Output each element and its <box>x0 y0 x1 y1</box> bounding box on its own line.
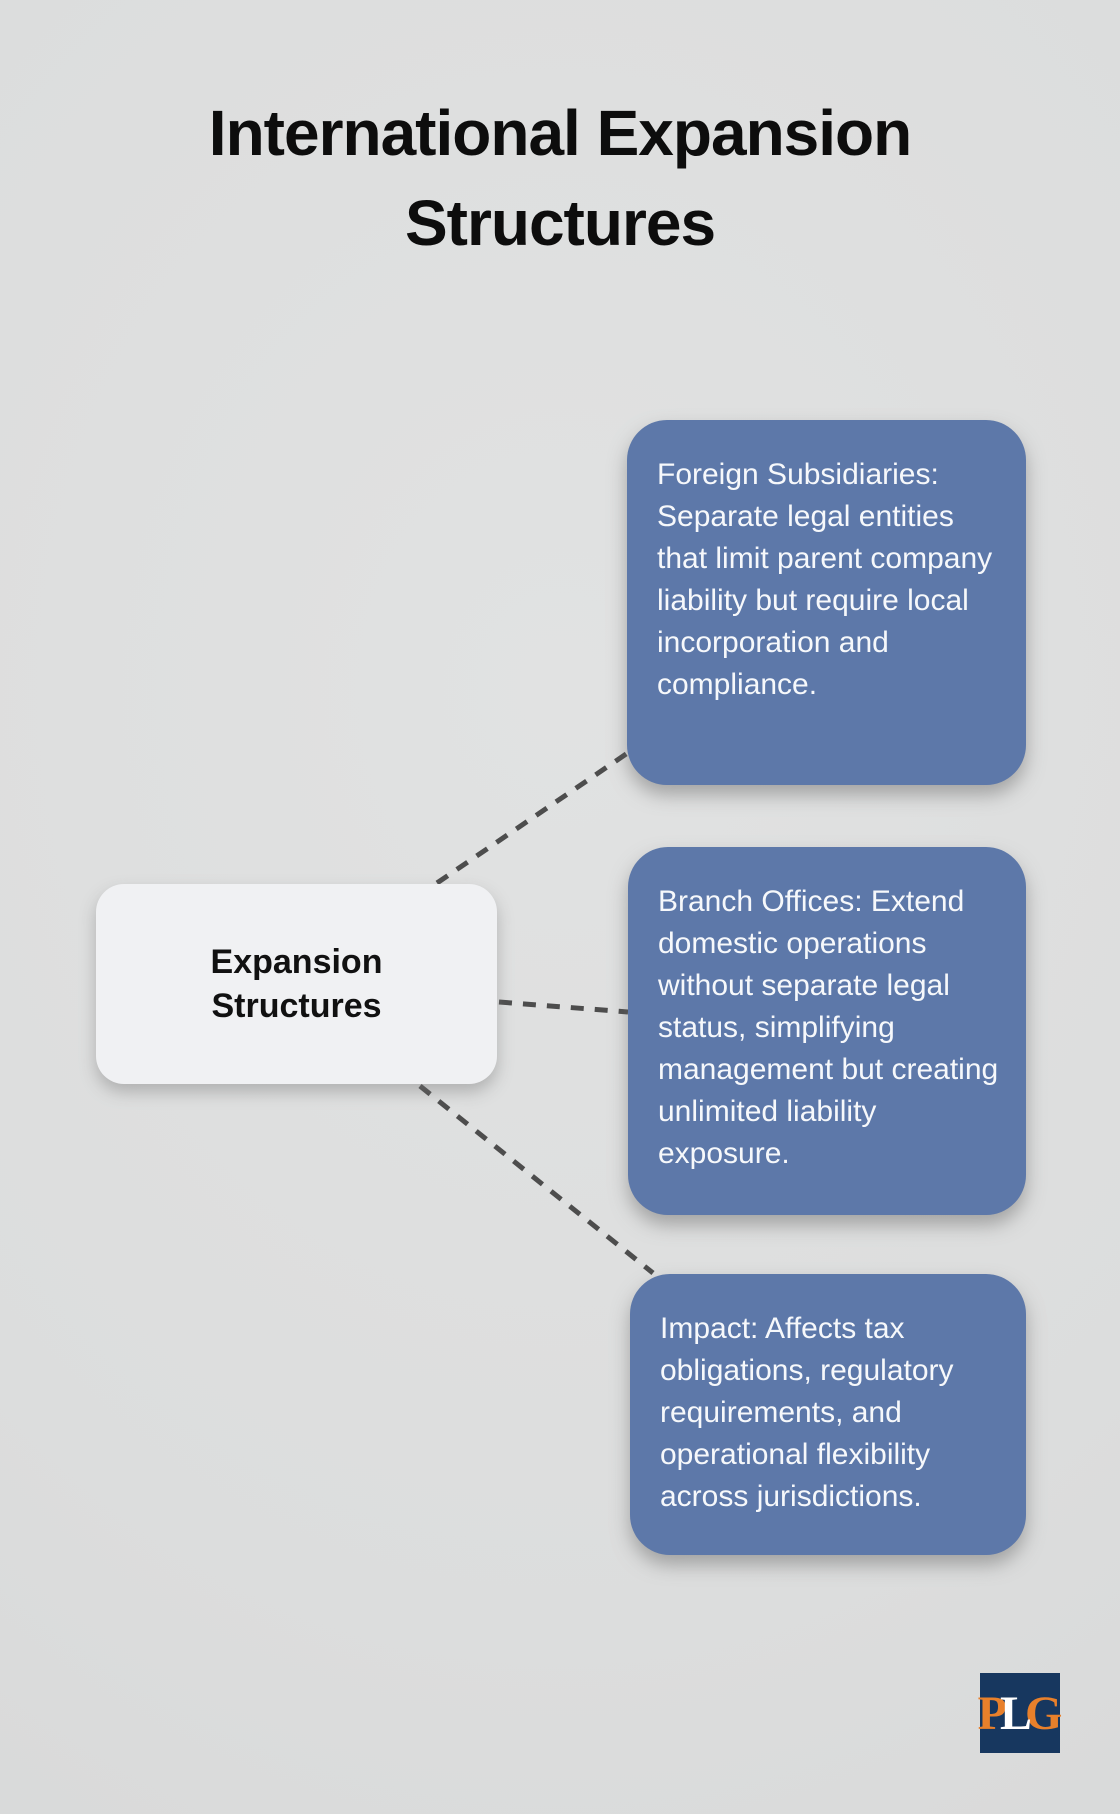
page-title-line-1: International Expansion <box>208 97 912 169</box>
connector-line-bottom <box>418 1084 655 1275</box>
center-node-expansion-structures: Expansion Structures <box>96 884 497 1084</box>
info-box-branch-offices-text: Branch Offices: Extend domestic operatio… <box>658 885 999 1170</box>
connector-line-top <box>435 747 634 886</box>
center-node-label: Expansion Structures <box>210 943 383 1025</box>
page-title-line-2: Structures <box>404 187 716 259</box>
info-box-foreign-subsidiaries-text: Foreign Subsidiaries: Separate legal ent… <box>657 458 993 701</box>
info-box-impact: Impact: Affects tax obligations, regulat… <box>630 1274 1026 1555</box>
page-title: International Expansion Structures <box>0 88 1120 268</box>
connector-line-middle <box>498 999 629 1015</box>
info-box-branch-offices: Branch Offices: Extend domestic operatio… <box>628 847 1026 1215</box>
info-box-foreign-subsidiaries: Foreign Subsidiaries: Separate legal ent… <box>627 420 1026 785</box>
plg-logo-letter-l: L <box>999 1686 1032 1740</box>
info-box-impact-text: Impact: Affects tax obligations, regulat… <box>660 1312 954 1513</box>
plg-logo-letter-p: P <box>977 1686 1007 1740</box>
plg-logo-letter-g: G <box>1025 1686 1062 1740</box>
plg-logo: P L G <box>977 1673 1062 1753</box>
